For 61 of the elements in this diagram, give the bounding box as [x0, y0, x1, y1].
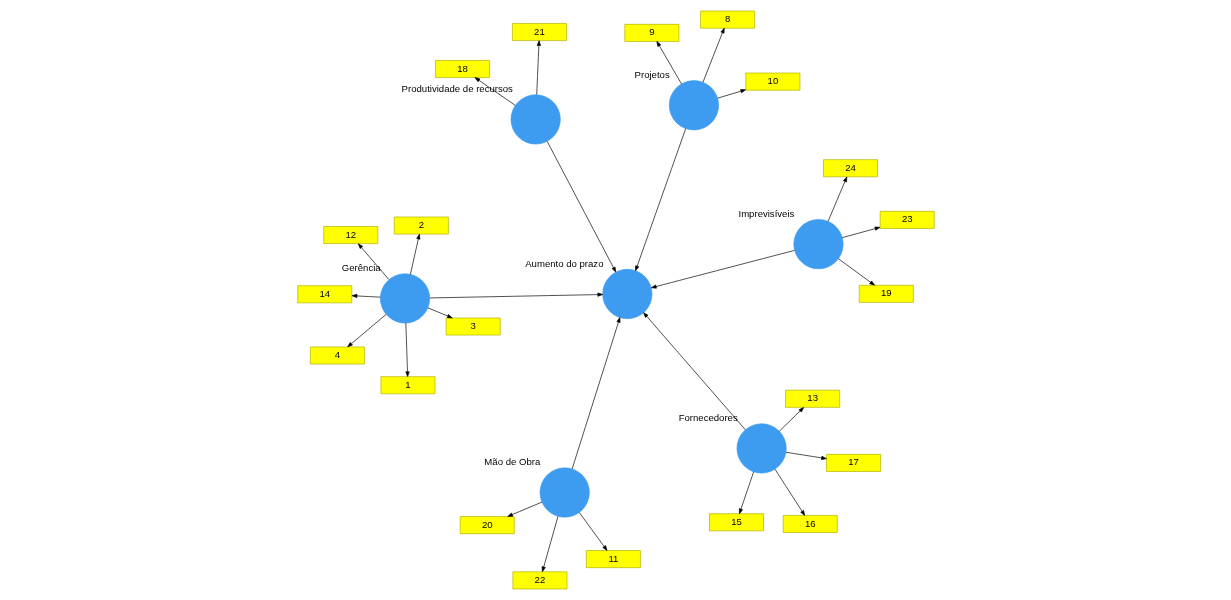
arrow — [535, 40, 541, 95]
arrow — [841, 226, 880, 238]
node-circle — [668, 80, 719, 131]
node-box: 12 — [322, 226, 378, 244]
node-box: 4 — [309, 346, 365, 365]
arrow — [738, 471, 754, 515]
node-circle — [736, 423, 787, 474]
node-label: Produtividade de recursos — [401, 83, 513, 95]
node-label: Aumento do prazo — [524, 257, 603, 269]
arrow — [778, 407, 804, 432]
node-circle — [510, 94, 561, 145]
arrow — [571, 317, 620, 470]
arrow — [774, 468, 805, 516]
arrow — [650, 250, 795, 289]
node-box: 3 — [445, 317, 501, 336]
arrow — [578, 512, 607, 551]
node-circle — [539, 467, 590, 518]
arrow — [474, 77, 516, 106]
node-circle — [379, 273, 430, 324]
arrow — [827, 176, 847, 222]
node-box: 22 — [512, 571, 567, 590]
arrow — [429, 292, 603, 299]
node-box: 24 — [822, 159, 878, 178]
arrow — [357, 243, 389, 280]
arrow — [541, 515, 558, 572]
node-box: 18 — [434, 60, 490, 78]
arrow — [702, 27, 725, 83]
node-box: 2 — [393, 216, 449, 235]
node-box: 1 — [380, 376, 435, 395]
arrow — [351, 293, 381, 298]
node-box: 19 — [858, 284, 914, 303]
node-box: 15 — [708, 513, 764, 532]
arrow — [716, 89, 746, 99]
node-box: 21 — [511, 23, 567, 41]
arrow — [634, 128, 686, 272]
node-box: 13 — [784, 389, 840, 408]
arrow — [346, 314, 386, 348]
node-label: Projetos — [634, 69, 670, 81]
node-label: Imprevisíveis — [737, 207, 794, 219]
arrow — [409, 233, 420, 275]
arrow — [785, 451, 827, 460]
node-box: 20 — [459, 516, 515, 535]
arrow — [506, 501, 542, 517]
node-box: 16 — [782, 515, 838, 533]
node-label: Gerência — [341, 262, 381, 274]
node-label: Fornecedores — [678, 412, 738, 424]
arrow — [546, 141, 616, 273]
node-box: 14 — [296, 285, 352, 304]
node-box: 23 — [879, 210, 935, 229]
arrow — [837, 258, 875, 286]
node-box: 9 — [623, 24, 679, 42]
node-box: 17 — [825, 454, 881, 472]
arrow — [405, 322, 409, 377]
node-circle — [793, 219, 843, 270]
node-box: 8 — [699, 10, 755, 29]
node-label: Mão de Obra — [483, 456, 540, 468]
arrow — [427, 307, 453, 319]
arrow — [642, 312, 746, 431]
node-box: 11 — [585, 550, 641, 568]
node-box: 10 — [745, 72, 800, 91]
arrow — [656, 41, 682, 85]
